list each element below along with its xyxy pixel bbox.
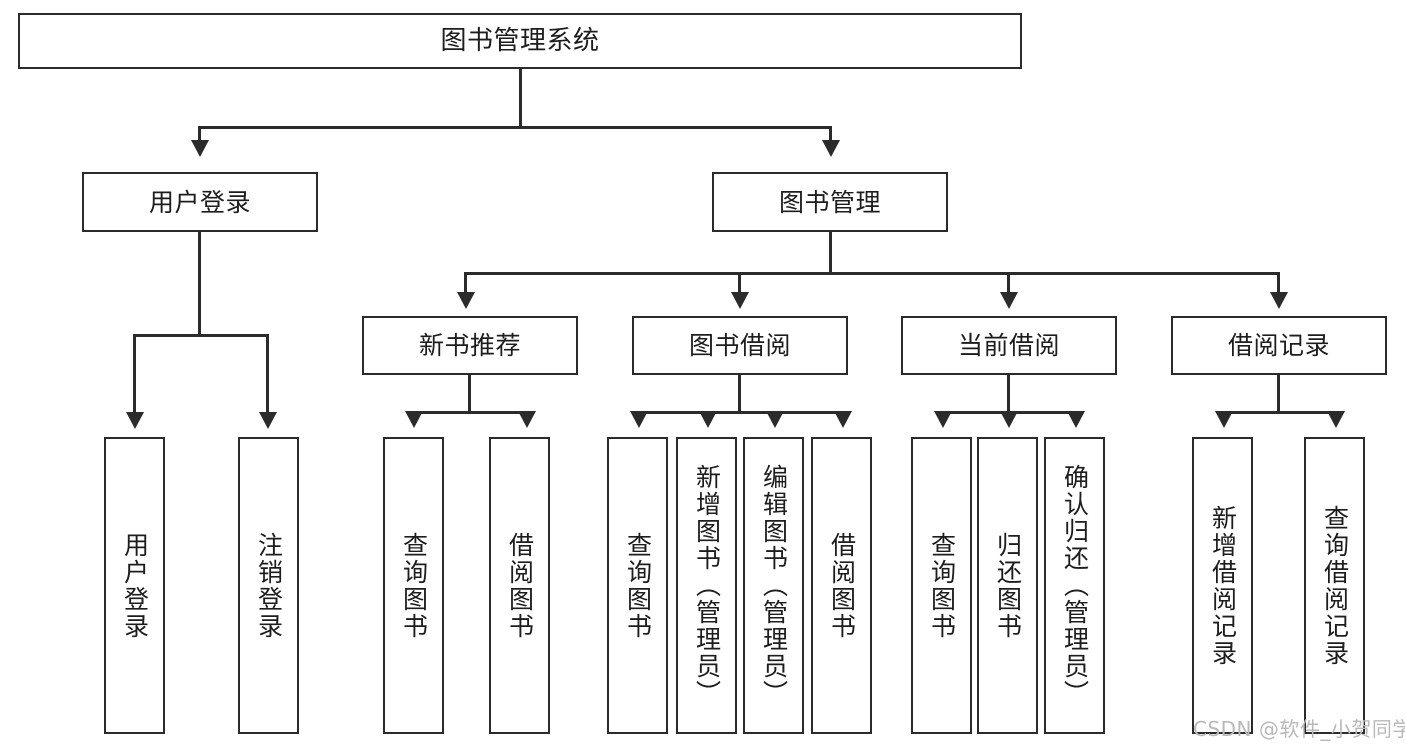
node-label: 查询图书 (399, 531, 429, 640)
node-label: 图书管理 (778, 187, 881, 217)
arrowhead-br-leaf-1 (1215, 411, 1233, 428)
arrowhead-cb-leaf-2 (1000, 411, 1018, 428)
connector-borrow-stem (738, 375, 741, 413)
connector-bm-drop-records (1277, 272, 1280, 294)
leaf-borrow-query-book[interactable]: 查询图书 (607, 437, 668, 734)
connector-root-to-user-login (198, 126, 201, 142)
arrowhead-leaf-logout (259, 412, 277, 429)
leaf-newbook-borrow-book[interactable]: 借阅图书 (489, 437, 550, 734)
node-label: 当前借阅 (957, 331, 1060, 360)
leaf-current-query-book[interactable]: 查询图书 (911, 437, 972, 734)
node-label: 归还图书 (993, 531, 1023, 640)
arrowhead-leaf-user-login (126, 412, 144, 429)
node-label: 借阅记录 (1227, 331, 1330, 360)
leaf-user-login[interactable]: 用户登录 (104, 437, 165, 734)
arrowhead-nb-leaf-2 (518, 411, 536, 428)
arrowhead-br-leaf-2 (1327, 411, 1345, 428)
node-new-book-recommend[interactable]: 新书推荐 (362, 316, 578, 375)
connector-borrow-bar (637, 411, 843, 414)
arrowhead-bb-leaf-4 (834, 411, 852, 428)
node-label: 新增借阅记录 (1208, 504, 1238, 667)
node-book-management[interactable]: 图书管理 (712, 172, 948, 232)
node-borrow-records[interactable]: 借阅记录 (1171, 316, 1387, 375)
connector-records-bar (1222, 411, 1336, 414)
connector-records-stem (1277, 375, 1280, 413)
arrowhead-bb-leaf-1 (630, 411, 648, 428)
leaf-records-query-record[interactable]: 查询借阅记录 (1304, 437, 1365, 734)
leaf-logout[interactable]: 注销登录 (238, 437, 299, 734)
connector-current-stem (1007, 375, 1010, 413)
connector-user-login-drop-2 (266, 334, 269, 414)
node-label: 用户登录 (120, 531, 150, 640)
node-user-login[interactable]: 用户登录 (82, 172, 318, 232)
node-label: 编辑图书（管理员） (759, 464, 789, 707)
arrowhead-cb-leaf-3 (1067, 411, 1085, 428)
watermark-text: CSDN @软件_小贺同学 (1193, 717, 1405, 741)
node-book-borrow[interactable]: 图书借阅 (632, 316, 848, 375)
arrowhead-cb-leaf-1 (934, 411, 952, 428)
arrowhead-bb-leaf-2 (699, 411, 717, 428)
connector-book-mgmt-stem (829, 232, 832, 274)
leaf-current-confirm-return-admin[interactable]: 确认归还（管理员） (1044, 437, 1105, 734)
connector-newbook-bar (412, 411, 528, 414)
arrowhead-book-mgmt (822, 140, 840, 157)
arrowhead-borrow-records (1270, 292, 1288, 309)
arrowhead-nb-leaf-1 (405, 411, 423, 428)
arrowhead-bb-leaf-3 (766, 411, 784, 428)
leaf-current-return-book[interactable]: 归还图书 (977, 437, 1038, 734)
arrowhead-current-borrow (1000, 292, 1018, 309)
connector-book-mgmt-bar (464, 272, 1280, 275)
leaf-borrow-add-book-admin[interactable]: 新增图书（管理员） (676, 437, 737, 734)
node-label: 新增图书（管理员） (692, 464, 722, 707)
node-label: 图书借阅 (688, 331, 791, 360)
connector-user-login-stem (198, 232, 201, 336)
arrowhead-user-login (191, 140, 209, 157)
connector-root-bar (198, 126, 832, 129)
node-label: 新书推荐 (418, 331, 521, 360)
connector-newbook-stem (468, 375, 471, 413)
connector-root-stem (519, 69, 522, 128)
node-label: 图书管理系统 (440, 26, 600, 56)
node-label: 确认归还（管理员） (1060, 464, 1090, 707)
node-label: 借阅图书 (827, 531, 857, 640)
connector-bm-drop-new-book (464, 272, 467, 294)
arrowhead-new-book-recommend (457, 292, 475, 309)
leaf-borrow-borrow-book[interactable]: 借阅图书 (811, 437, 872, 734)
node-label: 借阅图书 (505, 531, 535, 640)
connector-user-login-bar (133, 334, 269, 337)
connector-user-login-drop-1 (133, 334, 136, 414)
connector-bm-drop-current (1007, 272, 1010, 294)
connector-root-to-book-mgmt (829, 126, 832, 142)
node-label: 查询图书 (927, 531, 957, 640)
leaf-records-add-record[interactable]: 新增借阅记录 (1192, 437, 1253, 734)
node-label: 查询图书 (623, 531, 653, 640)
connector-bm-drop-borrow (738, 272, 741, 294)
arrowhead-book-borrow (731, 292, 749, 309)
node-label: 用户登录 (148, 187, 251, 217)
node-root-system[interactable]: 图书管理系统 (18, 13, 1022, 69)
node-current-borrow[interactable]: 当前借阅 (901, 316, 1117, 375)
leaf-borrow-edit-book-admin[interactable]: 编辑图书（管理员） (743, 437, 804, 734)
leaf-newbook-query-book[interactable]: 查询图书 (383, 437, 444, 734)
node-label: 注销登录 (254, 531, 284, 640)
node-label: 查询借阅记录 (1320, 504, 1350, 667)
